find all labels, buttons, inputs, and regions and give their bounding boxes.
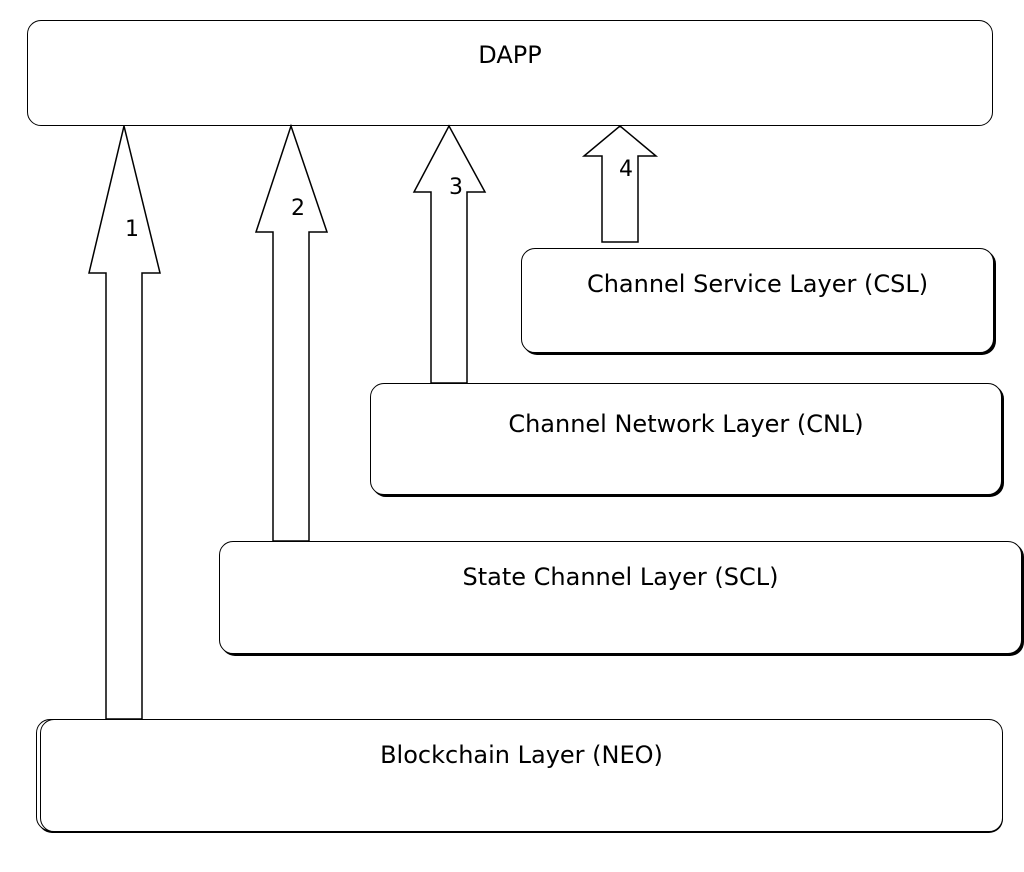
scl-layer-box: State Channel Layer (SCL) bbox=[219, 541, 1022, 654]
arrow-3-number: 3 bbox=[449, 175, 463, 200]
arrow-3 bbox=[412, 124, 487, 384]
arrow-4-number: 4 bbox=[619, 157, 633, 182]
csl-layer-box: Channel Service Layer (CSL) bbox=[521, 248, 994, 353]
neo-layer-box: Blockchain Layer (NEO) bbox=[40, 719, 1003, 832]
dapp-label: DAPP bbox=[478, 41, 542, 69]
csl-layer-label: Channel Service Layer (CSL) bbox=[586, 270, 929, 298]
arrow-1 bbox=[88, 125, 161, 720]
cnl-layer-box: Channel Network Layer (CNL) bbox=[370, 383, 1002, 495]
dapp-box: DAPP bbox=[27, 20, 993, 126]
arrow-4 bbox=[581, 125, 659, 243]
cnl-layer-label: Channel Network Layer (CNL) bbox=[508, 410, 864, 438]
neo-layer-label: Blockchain Layer (NEO) bbox=[380, 741, 663, 769]
scl-layer-label: State Channel Layer (SCL) bbox=[462, 563, 779, 591]
arrow-2 bbox=[254, 123, 329, 542]
arrow-2-number: 2 bbox=[291, 196, 305, 221]
arrow-1-number: 1 bbox=[125, 217, 139, 242]
